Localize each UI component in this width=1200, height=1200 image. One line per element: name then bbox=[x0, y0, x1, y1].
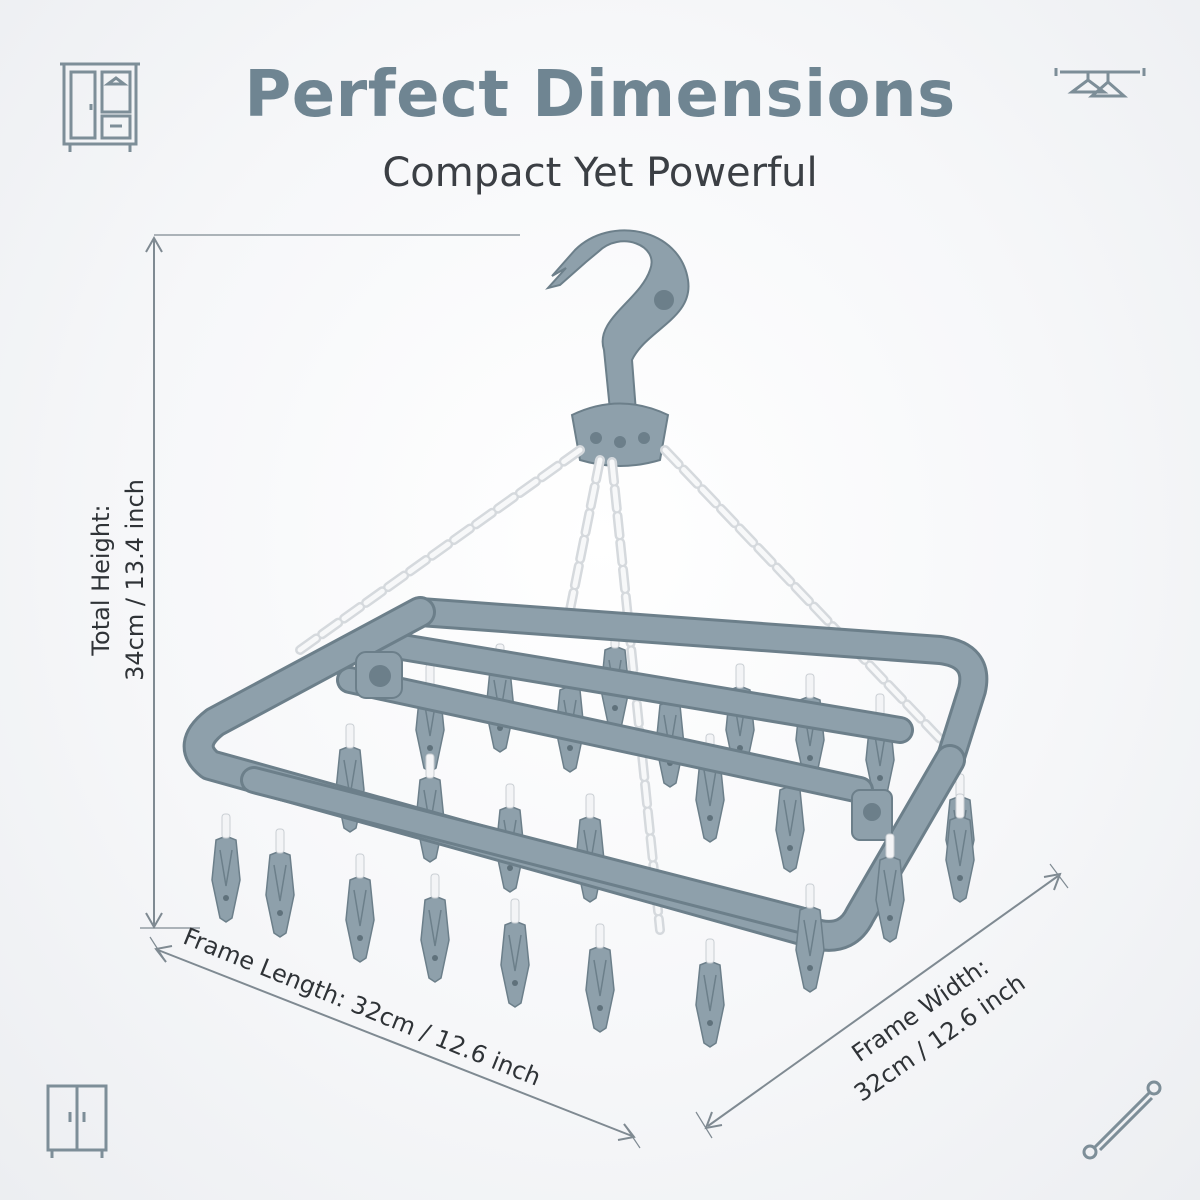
length-arrow bbox=[157, 949, 633, 1137]
wardrobe-icon bbox=[60, 62, 140, 152]
page-subtitle: Compact Yet Powerful bbox=[382, 150, 818, 196]
clothes-rail-icon bbox=[1054, 68, 1146, 98]
width-arrow bbox=[707, 875, 1059, 1127]
hanger-frame bbox=[182, 596, 989, 952]
height-label-line2: 34cm / 13.4 inch bbox=[121, 479, 149, 681]
swivel-hook bbox=[545, 229, 690, 467]
page-title: Perfect Dimensions bbox=[244, 58, 956, 132]
frame-hinges bbox=[355, 651, 893, 841]
cabinet-icon bbox=[46, 1084, 108, 1158]
height-label-line1: Total Height: bbox=[87, 504, 115, 656]
rod-icon bbox=[1082, 1080, 1162, 1160]
height-label: Total Height: 34cm / 13.4 inch bbox=[84, 370, 152, 790]
